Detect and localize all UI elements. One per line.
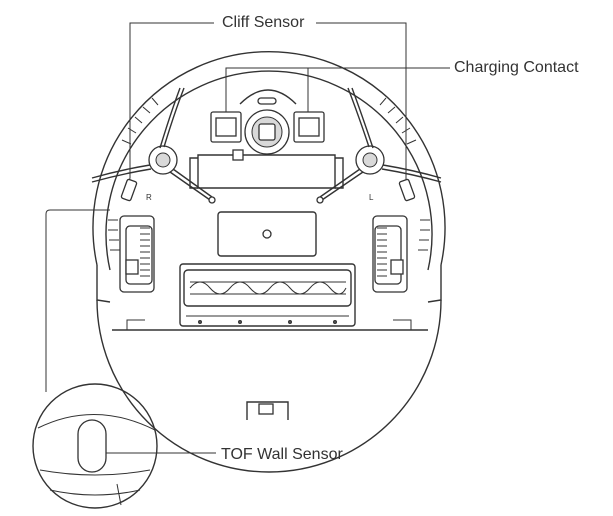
cliff-sensor-label: Cliff Sensor bbox=[222, 14, 305, 31]
charging-contact-leader-lines bbox=[225, 67, 450, 114]
tof-wall-sensor-leader-lines bbox=[45, 209, 216, 454]
tof-wall-sensor-label: TOF Wall Sensor bbox=[221, 446, 343, 463]
charging-contact-label: Charging Contact bbox=[454, 59, 579, 76]
battery-cover bbox=[189, 149, 344, 257]
side-brush-left bbox=[316, 87, 442, 204]
robot-body bbox=[92, 51, 446, 473]
rim-ribs bbox=[108, 97, 430, 251]
drive-wheel-right bbox=[119, 215, 155, 293]
side-brush-right bbox=[91, 87, 216, 204]
tof-inset-circle bbox=[32, 383, 158, 509]
cliff-sensors bbox=[120, 178, 416, 202]
brush-mark-right: R bbox=[146, 193, 152, 202]
main-brush bbox=[179, 263, 356, 327]
caster-wheel bbox=[239, 89, 297, 155]
drive-wheel-left bbox=[372, 215, 408, 293]
rear-port bbox=[246, 401, 289, 420]
charging-contacts bbox=[210, 111, 325, 143]
brush-mark-left: L bbox=[369, 193, 374, 202]
